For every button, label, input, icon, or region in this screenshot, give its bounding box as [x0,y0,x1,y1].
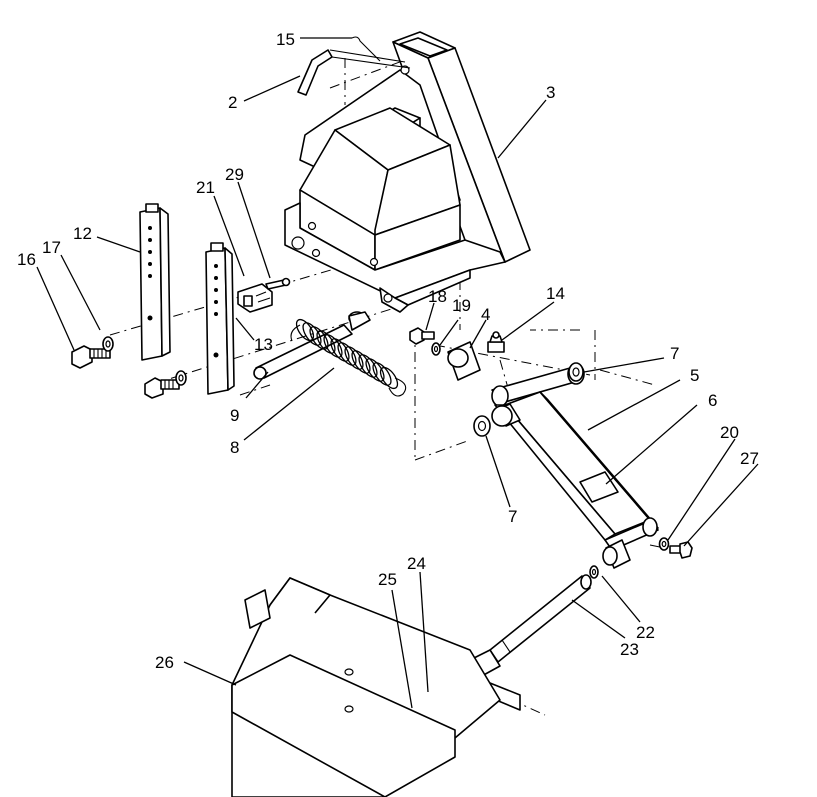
callout-21: 21 [196,178,215,197]
callout-25: 25 [378,570,397,589]
washer-part-20 [658,537,670,551]
callout-16: 16 [17,250,36,269]
callout-14: 14 [546,284,565,303]
callout-7-upper: 7 [670,344,679,363]
cotter-pin-part-15 [351,36,381,62]
callout-9: 9 [230,406,239,425]
callout-13: 13 [254,335,273,354]
callout-labels: 15 2 3 21 29 12 17 16 13 9 8 18 19 4 14 … [17,30,759,672]
decal-part-6 [579,471,619,503]
collar-part-22 [589,539,631,579]
callout-3: 3 [546,83,555,102]
callout-2: 2 [228,93,237,112]
adjusting-plate-part-13 [205,242,235,395]
bushing-part-4 [447,341,481,381]
callout-5: 5 [690,366,699,385]
washer-part-17 [102,336,114,352]
callout-27: 27 [740,449,759,468]
washer-part-19 [431,342,441,356]
bushing-part-7-lower [473,415,491,437]
callout-26: 26 [155,653,174,672]
switch-part-21 [237,283,273,313]
bolt-part-16 [71,345,111,369]
callout-7-lower: 7 [508,507,517,526]
adjusting-plate-part-12 [139,203,171,361]
arm-part-5 [491,363,659,551]
bolt-part-27 [669,541,693,559]
callout-6: 6 [708,391,717,410]
screw-part-29 [265,277,291,290]
callout-4: 4 [481,305,490,324]
callout-15: 15 [276,30,295,49]
grease-fitting-part-14 [487,331,505,353]
callout-24: 24 [407,554,426,573]
callout-18: 18 [428,287,447,306]
leader-lines [36,37,759,709]
rod-part-9 [253,311,371,380]
shaft-part-23 [489,574,592,663]
callout-8: 8 [230,438,239,457]
callout-22: 22 [636,623,655,642]
spring-part-8 [290,318,407,397]
bushing-part-7-upper [568,362,584,382]
callout-17: 17 [42,238,61,257]
callout-12: 12 [73,224,92,243]
callout-20: 20 [720,423,739,442]
deck-part-26 [231,577,501,797]
callout-23: 23 [620,640,639,659]
main-frame-part-3 [284,31,531,313]
pin-part-2 [297,49,411,96]
callout-29: 29 [225,165,244,184]
callout-19: 19 [452,296,471,315]
bolt-second [144,370,187,399]
screw-part-18 [409,327,435,345]
